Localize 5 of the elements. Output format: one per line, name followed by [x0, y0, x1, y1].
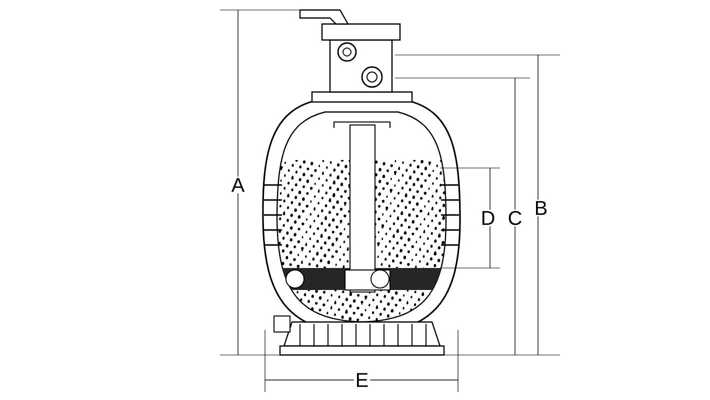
- dimension-label: A: [230, 176, 246, 194]
- dimension-label: D: [479, 210, 497, 226]
- dimension-label: B: [532, 200, 550, 216]
- dimension-label: E: [354, 372, 370, 388]
- dimension-label: C: [506, 209, 524, 227]
